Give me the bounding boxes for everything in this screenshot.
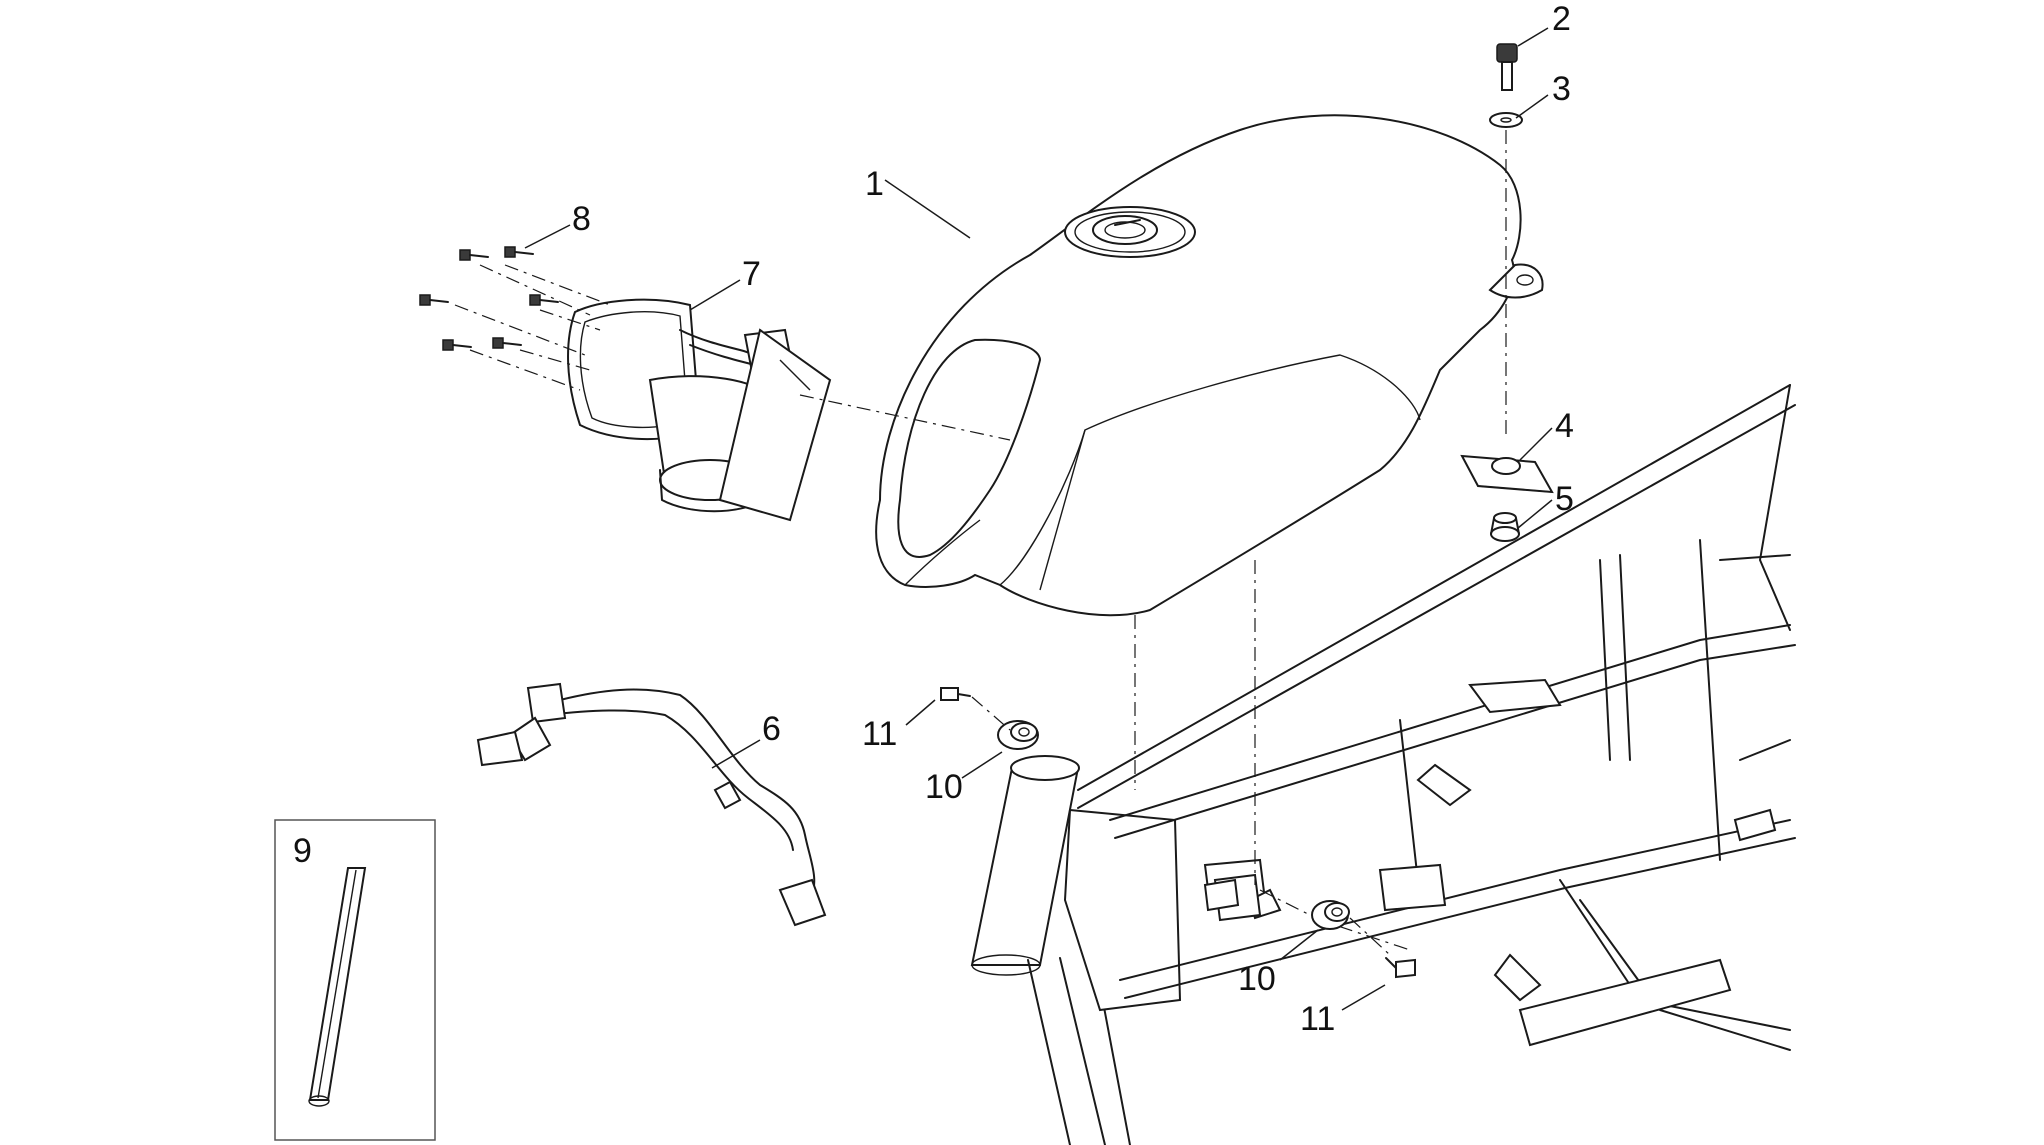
- callout-7: 7: [742, 255, 761, 293]
- motorcycle-frame: [970, 384, 1796, 1145]
- washer: [1489, 112, 1523, 128]
- callout-1: 1: [865, 165, 884, 203]
- callout-11b: 11: [1300, 1000, 1335, 1038]
- fuel-pump-assembly: [419, 246, 1011, 522]
- rubber-mount-rear: [1311, 900, 1350, 930]
- callout-8: 8: [572, 200, 591, 238]
- screw-set: [419, 246, 559, 351]
- callout-10a: 10: [925, 768, 963, 806]
- bolt: [1496, 43, 1518, 91]
- spacer: [1490, 512, 1520, 542]
- callout-10b: 10: [1238, 960, 1276, 998]
- callout-9: 9: [293, 832, 312, 870]
- callout-2: 2: [1552, 0, 1571, 38]
- leader-lines: [524, 27, 1553, 1011]
- bolt-rear: [1385, 957, 1416, 979]
- bolt-front: [940, 687, 971, 701]
- fuel-tank: [875, 114, 1544, 617]
- callout-labels: 1 2 3 4 5 6 7 8 9 10 10 11 11: [293, 0, 1574, 1038]
- rubber-mount-front: [997, 720, 1039, 750]
- fuel-hose: [476, 682, 827, 927]
- callout-11a: 11: [862, 715, 897, 753]
- callout-5: 5: [1555, 480, 1574, 518]
- callout-6: 6: [762, 710, 781, 748]
- seal-strip-box: [274, 819, 436, 1141]
- mount-bracket: [1460, 454, 1554, 494]
- callout-4: 4: [1555, 407, 1574, 445]
- callout-3: 3: [1552, 70, 1571, 108]
